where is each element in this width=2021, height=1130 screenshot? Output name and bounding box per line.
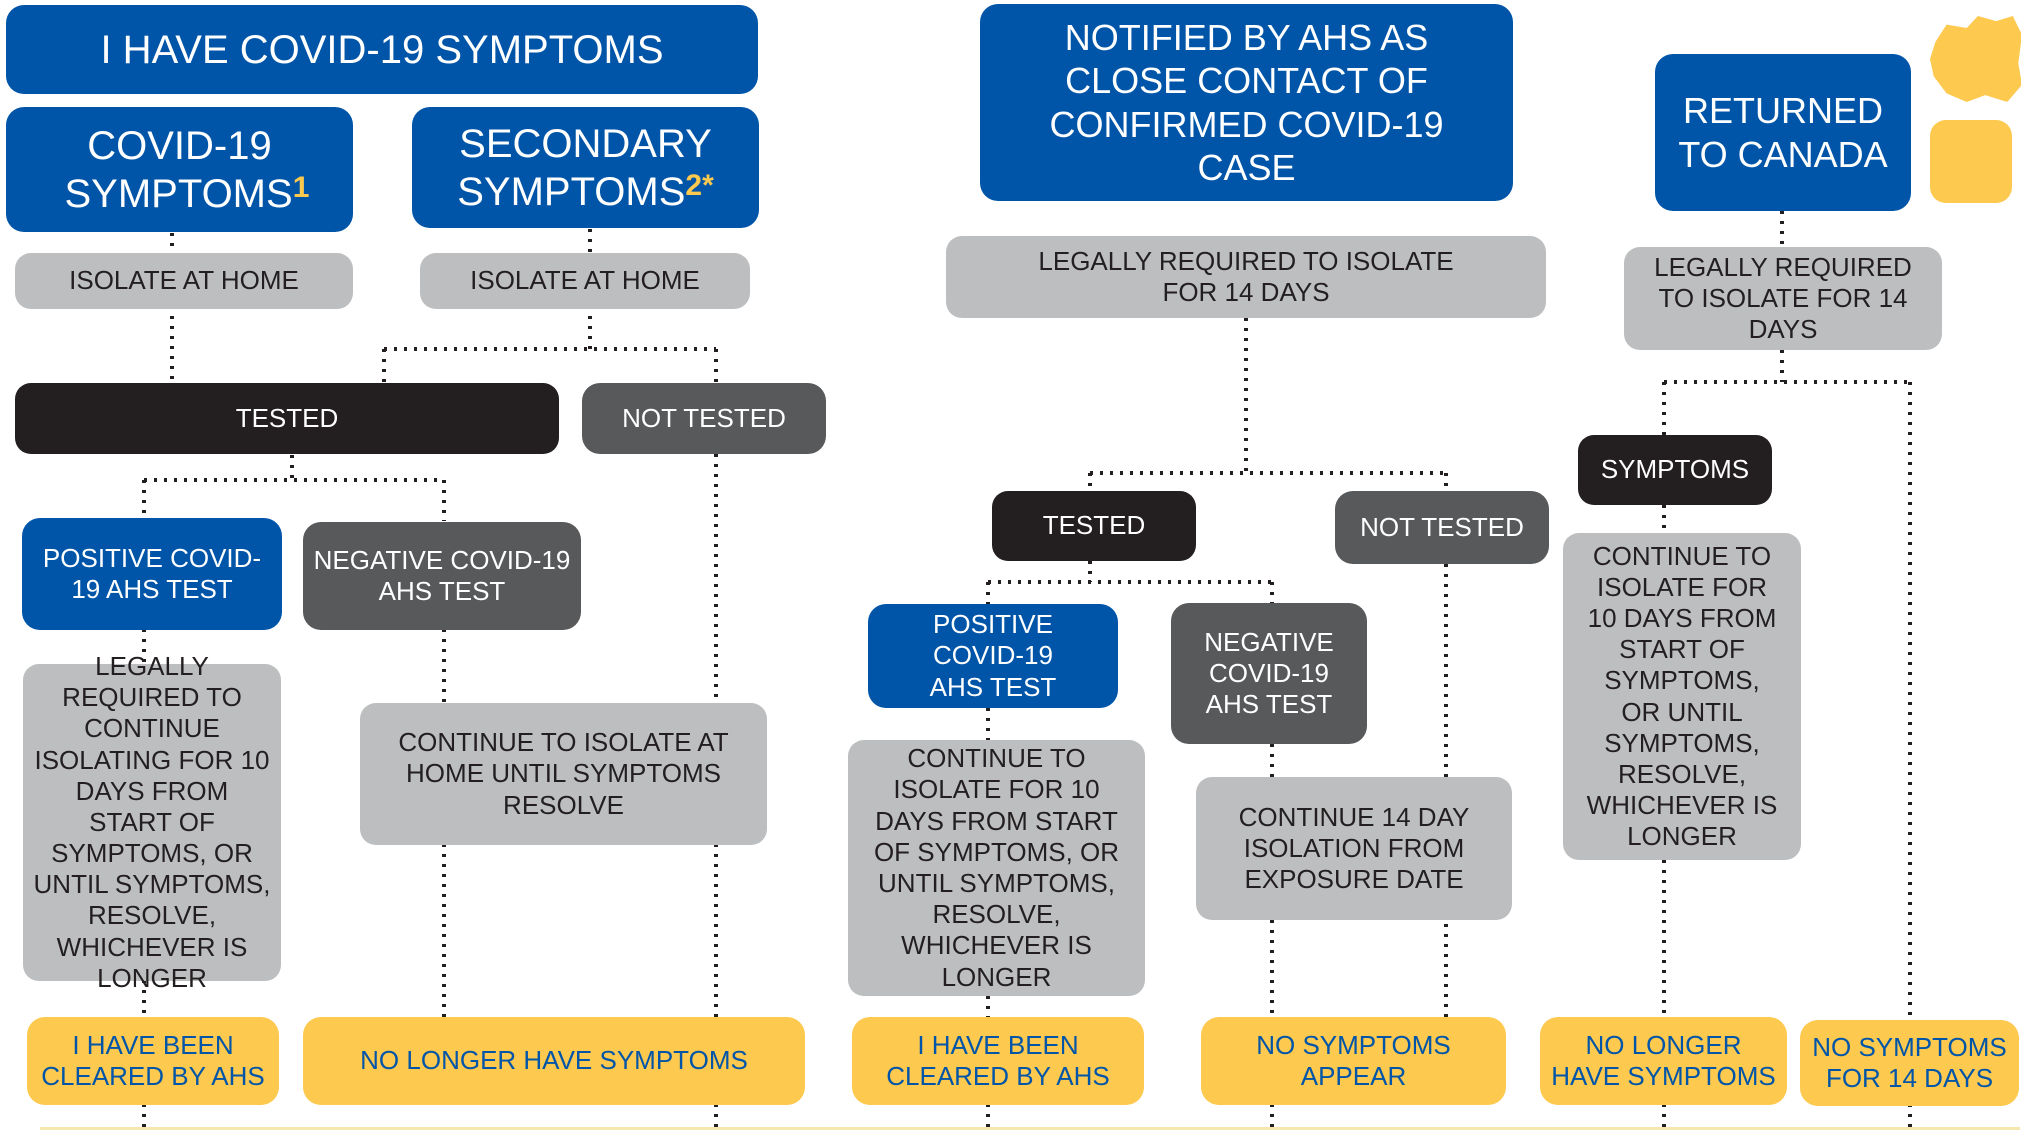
isolate-home-box-1: ISOLATE AT HOME <box>15 253 353 309</box>
tested-label: TESTED <box>1042 510 1146 541</box>
negative-test-label: NEGATIVE COVID-19 AHS TEST <box>313 544 571 606</box>
positive-test-box-2: POSITIVE COVID-19 AHS TEST <box>868 604 1118 708</box>
negative-action-box-1: CONTINUE TO ISOLATE AT HOME UNTIL SYMPTO… <box>360 703 767 845</box>
covid-symptoms-label: COVID-19 SYMPTOMS1 <box>64 123 310 216</box>
negative-test-box-2: NEGATIVE COVID-19 AHS TEST <box>1171 603 1367 744</box>
positive-action-label: LEGALLY REQUIRED TO CONTINUE ISOLATING F… <box>33 650 271 993</box>
cleared-outcome-2: I HAVE BEEN CLEARED BY AHS <box>852 1017 1144 1105</box>
negative-action-label: CONTINUE 14 DAY ISOLATION FROM EXPOSURE … <box>1238 801 1470 895</box>
symptoms-header: I HAVE COVID-19 SYMPTOMS <box>6 5 758 94</box>
symptoms-action-box: CONTINUE TO ISOLATE FOR 10 DAYS FROM STA… <box>1563 533 1801 860</box>
secondary-symptoms-label: SECONDARY SYMPTOMS2* <box>457 121 714 214</box>
isolate-14-days-box-1: LEGALLY REQUIRED TO ISOLATE FOR 14 DAYS <box>946 236 1546 318</box>
negative-test-label: NEGATIVE COVID-19 AHS TEST <box>1204 626 1334 720</box>
close-contact-header: NOTIFIED BY AHS AS CLOSE CONTACT OF CONF… <box>980 4 1513 201</box>
covid-symptoms-box: COVID-19 SYMPTOMS1 <box>6 107 353 232</box>
positive-action-box-1: LEGALLY REQUIRED TO CONTINUE ISOLATING F… <box>23 651 281 993</box>
returned-canada-title: RETURNED TO CANADA <box>1678 90 1888 175</box>
negative-test-box-1: NEGATIVE COVID-19 AHS TEST <box>303 522 581 630</box>
tested-box-1: TESTED <box>15 383 559 454</box>
no-longer-symptoms-outcome-1: NO LONGER HAVE SYMPTOMS <box>303 1017 805 1105</box>
symptoms-box: SYMPTOMS <box>1578 435 1772 505</box>
secondary-symptoms-box: SECONDARY SYMPTOMS2* <box>412 107 759 228</box>
positive-action-label: CONTINUE TO ISOLATE FOR 10 DAYS FROM STA… <box>873 743 1120 992</box>
footnote-marker: 1 <box>292 170 310 204</box>
positive-test-label: POSITIVE COVID-19 AHS TEST <box>42 542 262 604</box>
footnote-marker: 2* <box>685 168 714 202</box>
no-longer-symptoms-label: NO LONGER HAVE SYMPTOMS <box>360 1045 748 1076</box>
no-symptoms-appear-outcome: NO SYMPTOMS APPEAR <box>1201 1017 1506 1105</box>
symptoms-header-title: I HAVE COVID-19 SYMPTOMS <box>100 27 664 72</box>
map-fragment-icon <box>1930 16 2021 102</box>
square-shape-icon <box>1930 120 2012 203</box>
cleared-outcome-label: I HAVE BEEN CLEARED BY AHS <box>886 1029 1110 1091</box>
footer-rule <box>40 1127 2020 1130</box>
close-contact-title: NOTIFIED BY AHS AS CLOSE CONTACT OF CONF… <box>1049 17 1444 188</box>
no-longer-symptoms-outcome-2: NO LONGER HAVE SYMPTOMS <box>1540 1017 1787 1105</box>
not-tested-box-1: NOT TESTED <box>582 383 826 454</box>
positive-test-label: POSITIVE COVID-19 AHS TEST <box>929 609 1057 702</box>
no-longer-symptoms-label: NO LONGER HAVE SYMPTOMS <box>1551 1029 1776 1091</box>
negative-action-label: CONTINUE TO ISOLATE AT HOME UNTIL SYMPTO… <box>398 727 729 820</box>
no-symptoms-appear-label: NO SYMPTOMS APPEAR <box>1256 1029 1451 1091</box>
positive-test-box-1: POSITIVE COVID-19 AHS TEST <box>22 518 282 630</box>
not-tested-label: NOT TESTED <box>622 402 786 433</box>
symptoms-label: SYMPTOMS <box>1600 454 1750 485</box>
isolate-home-box-2: ISOLATE AT HOME <box>420 253 750 309</box>
tested-label: TESTED <box>235 402 339 433</box>
negative-action-box-2: CONTINUE 14 DAY ISOLATION FROM EXPOSURE … <box>1196 777 1512 920</box>
cleared-outcome-label: I HAVE BEEN CLEARED BY AHS <box>41 1029 265 1091</box>
isolate-home-label: ISOLATE AT HOME <box>69 265 299 296</box>
isolate-14-days-box-2: LEGALLY REQUIRED TO ISOLATE FOR 14 DAYS <box>1624 247 1942 350</box>
isolate-home-label: ISOLATE AT HOME <box>470 265 700 296</box>
no-symptoms-14-days-label: NO SYMPTOMS FOR 14 DAYS <box>1812 1031 2007 1093</box>
not-tested-box-2: NOT TESTED <box>1335 491 1549 564</box>
positive-action-box-2: CONTINUE TO ISOLATE FOR 10 DAYS FROM STA… <box>848 740 1145 996</box>
isolate-14-days-label: LEGALLY REQUIRED TO ISOLATE FOR 14 DAYS <box>1654 251 1912 345</box>
isolate-14-days-label: LEGALLY REQUIRED TO ISOLATE FOR 14 DAYS <box>1038 245 1454 307</box>
symptoms-action-label: CONTINUE TO ISOLATE FOR 10 DAYS FROM STA… <box>1586 540 1778 852</box>
cleared-outcome-1: I HAVE BEEN CLEARED BY AHS <box>27 1017 279 1105</box>
tested-box-2: TESTED <box>992 491 1196 561</box>
not-tested-label: NOT TESTED <box>1360 511 1524 542</box>
no-symptoms-14-days-outcome: NO SYMPTOMS FOR 14 DAYS <box>1800 1020 2019 1106</box>
returned-canada-header: RETURNED TO CANADA <box>1655 54 1911 211</box>
